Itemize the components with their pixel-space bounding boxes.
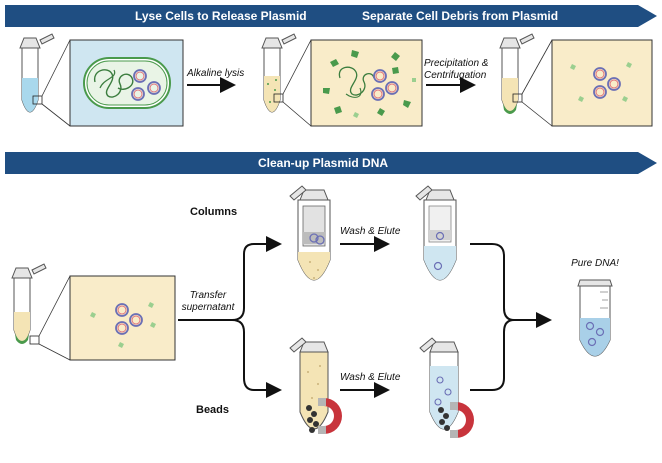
label-columns: Columns <box>190 206 238 218</box>
label-transfer-1: Transfer <box>189 290 227 301</box>
column-tube-eluted <box>415 185 457 281</box>
label-beads: Beads <box>196 404 230 416</box>
zoom-panel-supernatant-transfer <box>69 275 176 361</box>
label-alkaline-lysis: Alkaline lysis <box>187 68 245 79</box>
arrow-split-columns <box>178 236 282 321</box>
banner-cleanup-label: Clean-up Plasmid DNA <box>258 156 389 170</box>
column-tube-loaded <box>289 185 331 281</box>
tube-centrifuged <box>499 33 553 127</box>
zoom-panel-lysate <box>310 39 423 127</box>
zoom-panel-supernatant <box>551 39 653 127</box>
magnet-icon <box>318 398 342 434</box>
label-wash-elute-beads: Wash & Elute <box>340 372 401 383</box>
cleanup-banner-arrow <box>5 152 657 174</box>
top-banner-arrow <box>5 5 657 27</box>
tube-lysis-start <box>19 33 71 127</box>
banner-lyse-label: Lyse Cells to Release Plasmid <box>135 9 307 23</box>
banner-separate-label: Separate Cell Debris from Plasmid <box>362 9 559 23</box>
arrow-split-beads <box>231 319 282 398</box>
label-precipitation-1: Precipitation & <box>424 58 489 69</box>
beads-tube-loaded <box>289 337 329 433</box>
magnet-icon-2 <box>450 402 474 438</box>
label-precipitation-2: Centrifugation <box>424 70 487 81</box>
zoom-panel-bacterium <box>69 39 184 127</box>
label-wash-elute-columns: Wash & Elute <box>340 226 401 237</box>
arrow-merge-beads <box>470 319 515 391</box>
label-pure-dna: Pure DNA! <box>571 258 619 269</box>
arrow-merge-columns <box>470 243 552 328</box>
label-transfer-2: supernatant <box>181 302 235 313</box>
tube-pure-dna <box>577 279 613 357</box>
tube-lysate <box>261 33 312 127</box>
beads-tube-eluted <box>419 337 459 431</box>
tube-supernatant <box>11 263 71 361</box>
